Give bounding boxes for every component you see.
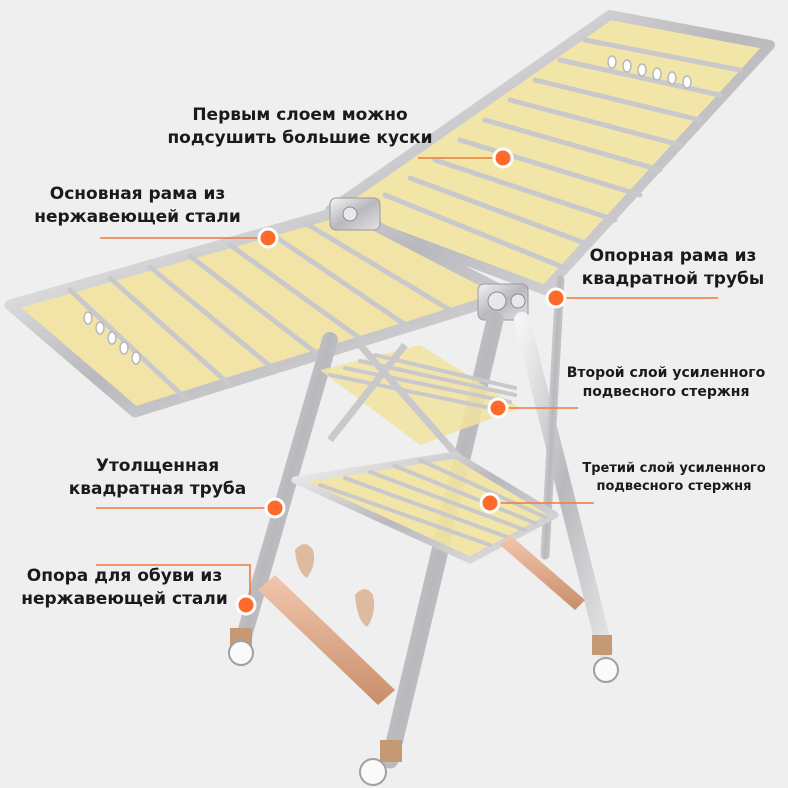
third-shelf	[291, 451, 559, 564]
second-shelf	[320, 342, 520, 473]
callout-third-layer: Третий слой усиленного подвесного стержн…	[582, 461, 766, 494]
casters	[228, 628, 619, 786]
hinge-joints	[329, 197, 529, 321]
callout-shoe-rest: Опора для обуви из нержавеющей стали	[21, 566, 228, 609]
upper-wing-panel	[325, 10, 775, 295]
callout-main-frame: Основная рама из нержавеющей стали	[34, 184, 241, 227]
callout-second-layer: Второй слой усиленного подвесного стержн…	[566, 365, 766, 400]
callout-leader-lines	[96, 157, 718, 605]
callout-thick-tube: Утолщенная квадратная труба	[68, 456, 247, 499]
callout-first-layer: Первым слоем можно подсушить большие кус…	[167, 105, 433, 148]
callout-markers	[235, 147, 567, 616]
callout-support-frame: Опорная рама из квадратной трубы	[581, 246, 765, 289]
shoe-rest-bars	[258, 535, 585, 705]
